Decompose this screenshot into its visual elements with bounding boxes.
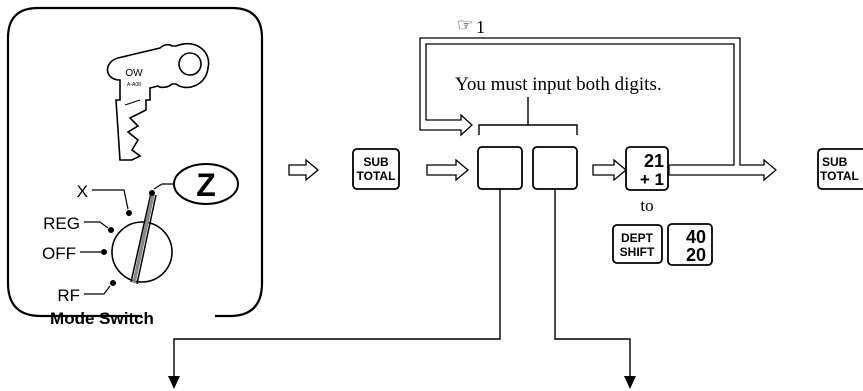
digits-bracket (478, 124, 578, 135)
subtotal-key: SUB TOTAL (352, 148, 400, 190)
position-label-x: X (77, 182, 88, 201)
final-subtotal-key: SUB TOTAL (817, 148, 863, 190)
dept-shift-key-line2: SHIFT (620, 245, 655, 259)
dept-shift-key-line1: DEPT (621, 231, 654, 245)
key-engraving-code: A-A08 (127, 82, 141, 88)
digit-box-units (532, 146, 578, 190)
dept-shift-key: DEPT SHIFT (612, 224, 663, 264)
mode-switch-panel: Mode Switch OW A-A08 (6, 6, 264, 328)
both-digits-note: You must input both digits. (455, 74, 662, 95)
mode-switch-caption: Mode Switch (50, 309, 154, 328)
range-start-key-line2: + 1 (640, 170, 664, 189)
final-subtotal-key-line1: SUB (822, 155, 848, 169)
range-start-key: 21 + 1 (625, 146, 669, 191)
range-end-key-line1: 40 (686, 227, 706, 247)
digit-box-tens (477, 146, 523, 190)
range-word: to (640, 196, 653, 215)
range-end-key-line2: 20 (686, 245, 706, 265)
range-start-key-line1: 21 (644, 151, 664, 171)
range-end-key: 40 20 (667, 223, 713, 266)
subtotal-key-line1: SUB (363, 155, 389, 169)
subtotal-key-line2: TOTAL (357, 169, 396, 183)
reference-mark-icon: ☞ (457, 15, 473, 35)
position-label-rf: RF (57, 286, 80, 305)
hollow-arrow-2 (426, 158, 470, 182)
hollow-arrow-3 (592, 158, 628, 182)
key-icon: OW A-A08 (106, 43, 210, 161)
key-engraving-top: OW (125, 68, 143, 79)
position-dot-off (101, 249, 107, 255)
mode-dial (80, 183, 174, 295)
selected-position-oval (173, 163, 239, 205)
position-dot-z (149, 190, 155, 196)
reference-number: 1 (476, 17, 485, 37)
selected-position-label: Z (196, 167, 216, 203)
position-dot-reg (108, 227, 114, 233)
final-subtotal-key-line2: TOTAL (820, 169, 859, 183)
loop-path (419, 37, 778, 182)
position-dot-rf (110, 280, 116, 286)
hollow-arrow-1 (288, 158, 320, 182)
position-label-off: OFF (42, 244, 76, 263)
position-dot-x (126, 210, 132, 216)
down-arrows (168, 189, 636, 389)
position-label-reg: REG (43, 214, 80, 233)
